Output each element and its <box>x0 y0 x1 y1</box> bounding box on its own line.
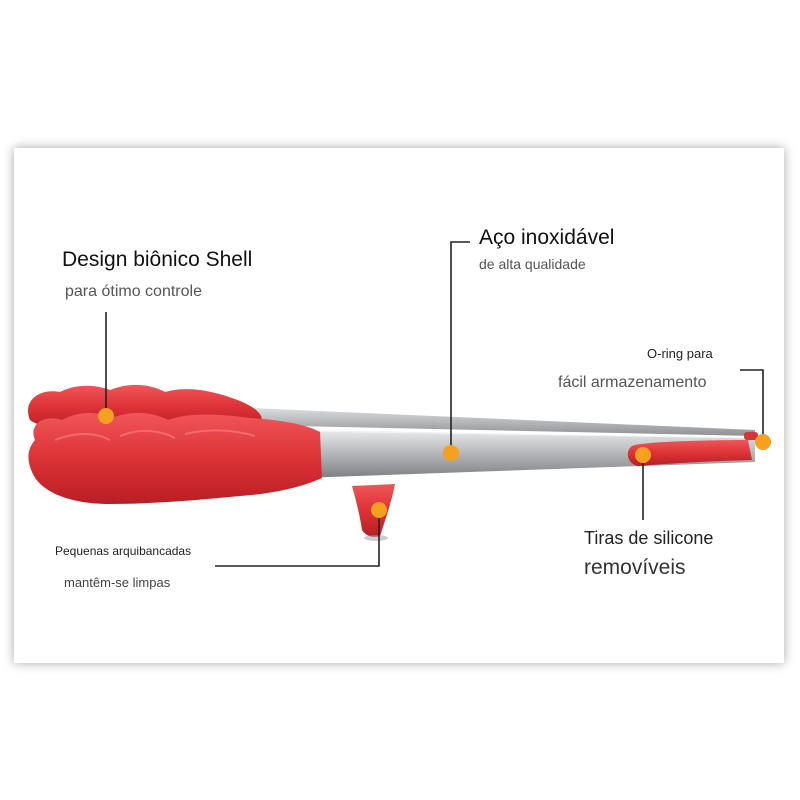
oring-tip <box>744 432 758 440</box>
steel-title: Aço inoxidável <box>479 226 615 249</box>
marker-steel <box>443 445 459 461</box>
leader-lines <box>105 241 764 567</box>
strips-subtitle: removíveis <box>584 556 686 579</box>
shell-title: Design biônico Shell <box>62 248 253 271</box>
steel-subtitle: de alta qualidade <box>479 256 586 272</box>
oring-title: O-ring para <box>647 346 713 361</box>
silicone-strip <box>627 440 752 466</box>
marker-shell <box>98 408 114 424</box>
callout-markers <box>98 408 771 518</box>
oring-subtitle: fácil armazenamento <box>558 374 707 391</box>
marker-strips <box>635 447 651 463</box>
marker-oring <box>755 434 771 450</box>
tongs-lower-arm <box>300 430 755 478</box>
shell-subtitle: para ótimo controle <box>65 283 202 300</box>
silicone-head-front <box>28 412 322 504</box>
tongs-upper-arm <box>250 408 755 436</box>
stand-title: Pequenas arquibancadas <box>55 544 192 558</box>
marker-stand <box>371 502 387 518</box>
stand-subtitle: mantêm-se limpas <box>64 575 171 590</box>
strips-title: Tiras de silicone <box>584 528 714 548</box>
